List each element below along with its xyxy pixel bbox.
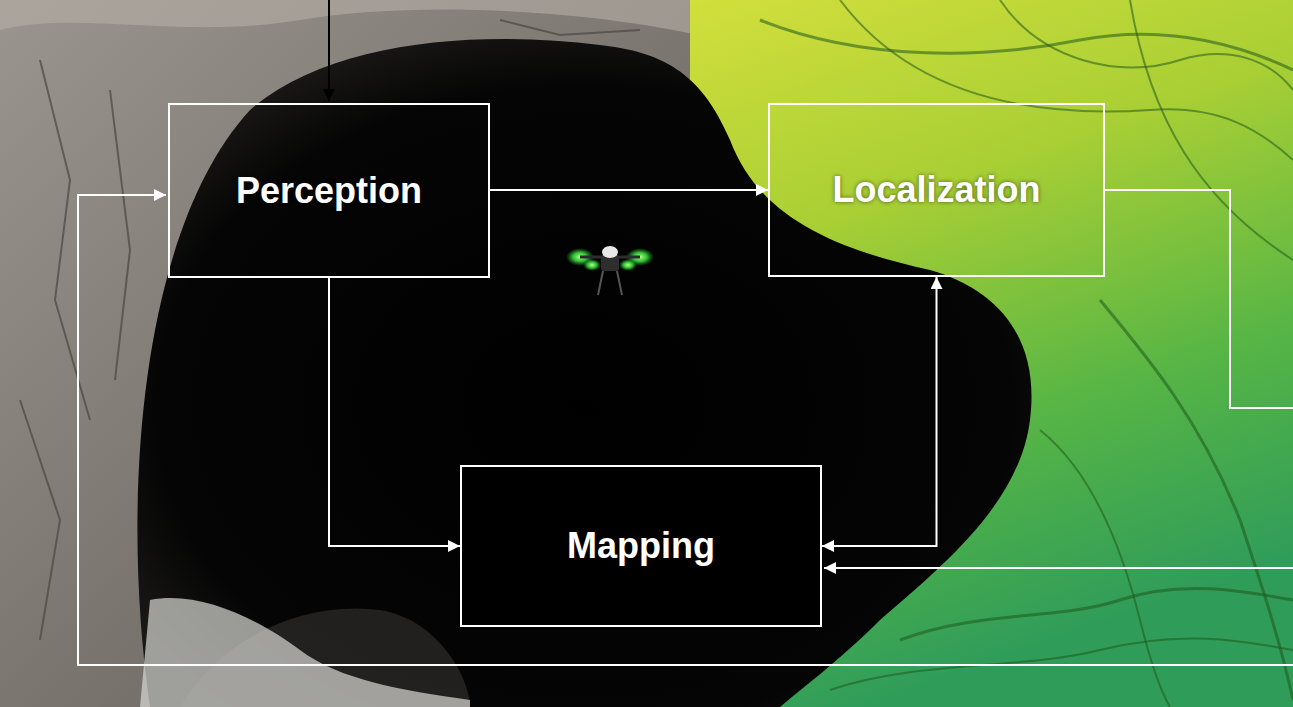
feedback-line bbox=[78, 195, 1293, 665]
box-label: Localization bbox=[832, 169, 1040, 211]
flow-arrow bbox=[490, 189, 768, 191]
feedback-line bbox=[824, 567, 1293, 569]
ridge-line bbox=[1100, 300, 1293, 700]
mapping-box: Mapping bbox=[460, 465, 822, 627]
ridge-line bbox=[1130, 0, 1293, 260]
cave-mouth bbox=[137, 39, 1031, 707]
snow-rocks bbox=[140, 598, 470, 707]
rock-crack bbox=[20, 400, 60, 640]
rock-crack bbox=[110, 90, 130, 380]
ridge-line bbox=[1000, 0, 1293, 90]
box-label: Perception bbox=[236, 170, 422, 212]
flow-arrow bbox=[329, 278, 460, 546]
flow-arrow bbox=[822, 277, 937, 546]
drone-light bbox=[619, 259, 637, 271]
offscreen-feedback-lines bbox=[78, 190, 1293, 665]
output-line bbox=[1105, 190, 1293, 408]
drone-figure bbox=[566, 246, 654, 295]
drone-leg bbox=[598, 271, 603, 295]
box-label: Mapping bbox=[567, 525, 715, 567]
localization-box: Localization bbox=[768, 103, 1105, 277]
rock-ceiling bbox=[0, 0, 720, 40]
rock-crack bbox=[40, 60, 90, 420]
input-arrow bbox=[328, 0, 330, 101]
rock-crack bbox=[500, 20, 640, 35]
drone-leg bbox=[617, 271, 622, 295]
drone-light bbox=[583, 259, 601, 271]
drone-dome bbox=[602, 246, 618, 258]
ridge-line bbox=[760, 20, 1293, 70]
ridge-line bbox=[840, 0, 1293, 160]
perception-box: Perception bbox=[168, 103, 490, 278]
ridge-line bbox=[900, 588, 1293, 640]
